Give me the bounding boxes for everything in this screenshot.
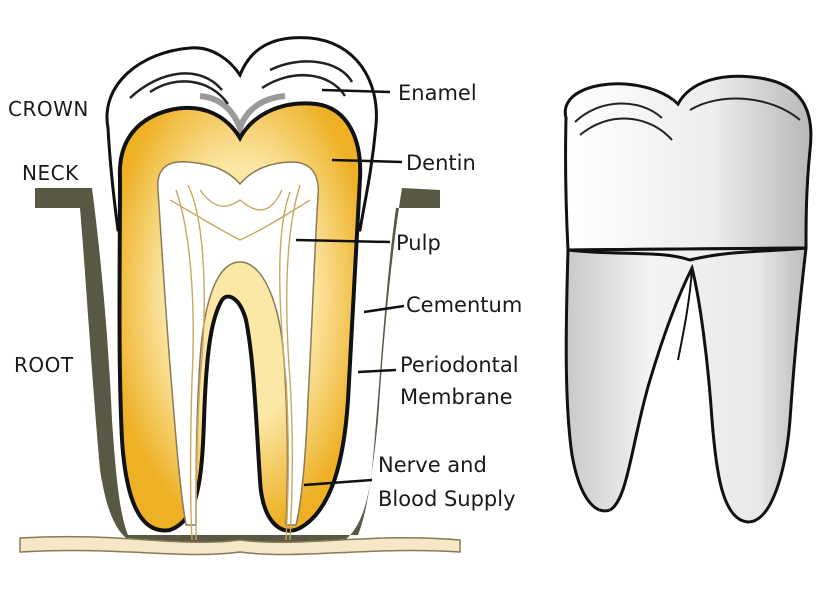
blood-supply-bundle (19, 535, 461, 556)
cementum-leader (363, 304, 405, 314)
crown-label: CROWN (8, 97, 89, 121)
external-occlusal (574, 97, 801, 141)
nerve-label-line1: Nerve and (378, 453, 487, 477)
nerve-leader (303, 478, 373, 487)
external-tooth (563, 74, 813, 524)
periodontal-label-line2: Membrane (400, 385, 513, 409)
pulp-label: Pulp (396, 231, 441, 255)
occlusal-grooves (129, 60, 354, 105)
dentin-leader (331, 158, 403, 164)
neck-label: NECK (22, 161, 79, 185)
external-roots (564, 246, 808, 524)
enamel-leader (321, 88, 391, 94)
periodontal-leader (357, 368, 397, 374)
crown-shadow (199, 93, 286, 137)
cemento-enamel-junction (567, 246, 807, 262)
nerve-fibers (169, 184, 311, 541)
pulp-leader (295, 238, 391, 244)
cross-section-tooth (19, 36, 461, 556)
leader-lines (295, 88, 405, 487)
external-crown (563, 74, 813, 252)
root-label: ROOT (14, 353, 74, 377)
cementum-label: Cementum (406, 293, 523, 317)
root-division (677, 267, 693, 361)
dentin-body (117, 101, 363, 533)
pulp-chamber (157, 160, 320, 526)
enamel-label: Enamel (398, 81, 477, 105)
nerve-label-line2: Blood Supply (378, 487, 516, 511)
dentin-label: Dentin (406, 151, 476, 175)
periodontal-label-line1: Periodontal (400, 353, 519, 377)
